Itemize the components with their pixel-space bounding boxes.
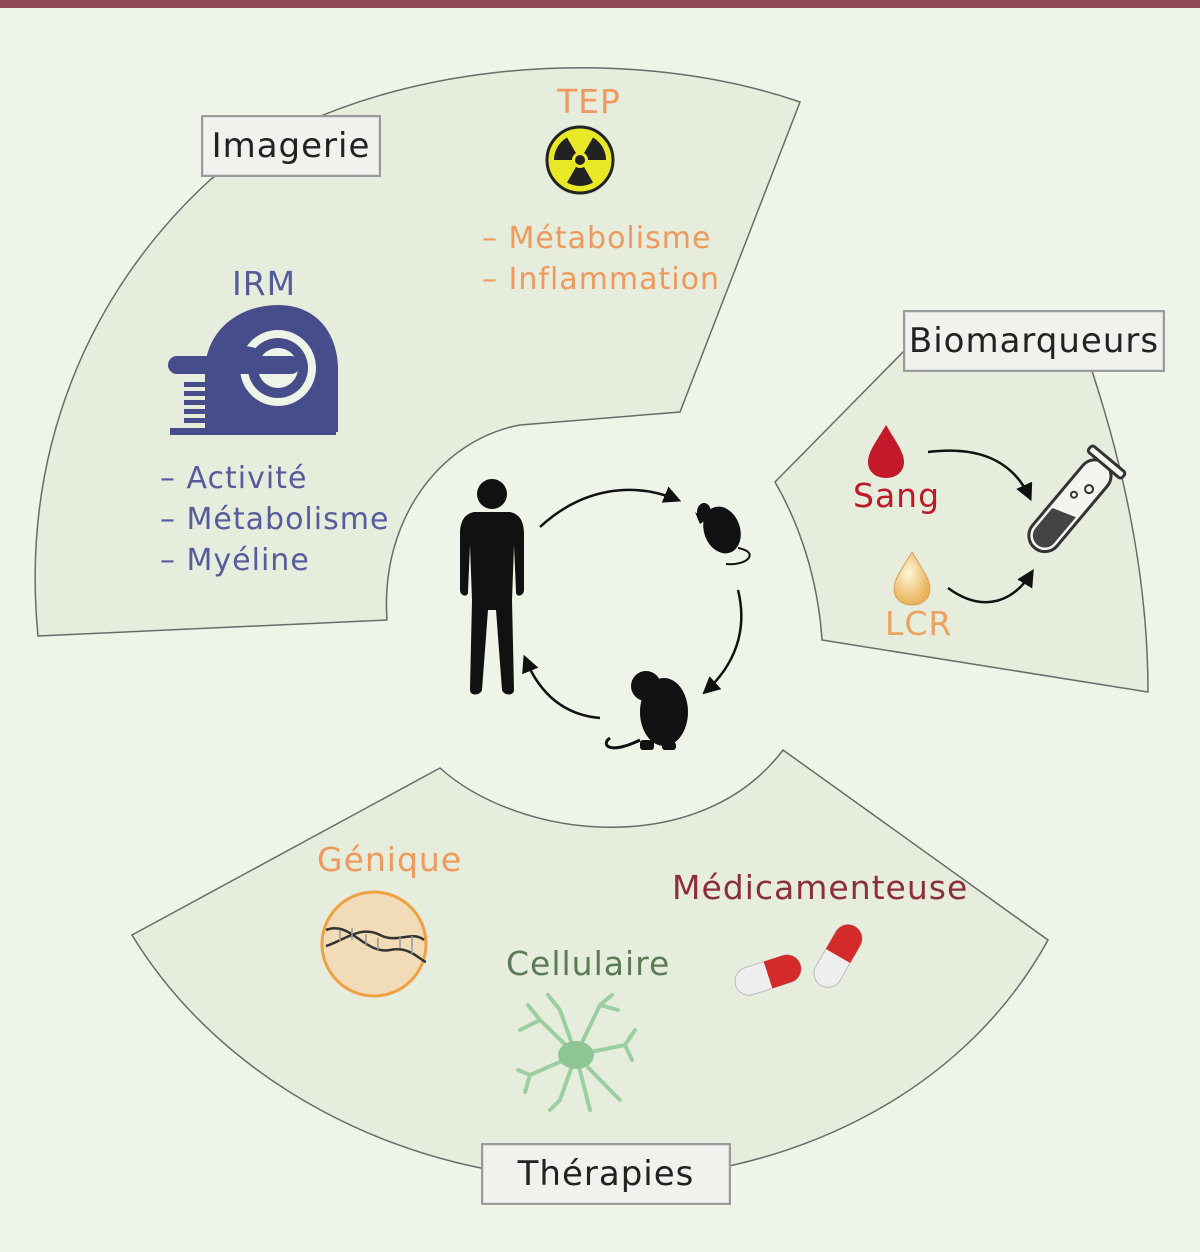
therapies-sector [130,748,1049,1181]
top-bar [0,0,1200,8]
imaging-sector [34,67,801,637]
therapies-title: Thérapies [481,1143,731,1205]
cell-therapy-label: Cellulaire [506,944,671,983]
mri-item-myelin: Myéline [160,540,389,581]
human-icon [460,479,524,695]
csf-label: LCR [885,604,953,643]
pet-item-inflammation: Inflammation [482,259,720,300]
mri-item-metabolism: Métabolisme [160,499,389,540]
pet-item-metabolism: Métabolisme [482,218,720,259]
blood-drop-icon [868,425,904,478]
dna-icon [320,890,428,998]
microglia-cell-icon [516,993,637,1112]
blood-label: Sang [853,476,941,515]
mri-scanner-icon [168,305,338,435]
imaging-title: Imagerie [201,115,381,177]
pet-items: Métabolisme Inflammation [482,218,720,300]
mri-items: Activité Métabolisme Myéline [160,458,389,581]
translation-cycle [522,486,743,720]
biomarkers-title: Biomarqueurs [903,310,1165,372]
csf-drop-icon [893,551,931,606]
gene-therapy-label: Génique [317,840,463,879]
mri-label: IRM [232,264,297,303]
pet-label: TEP [557,82,621,121]
drug-therapy-label: Médicamenteuse [672,868,969,907]
biomarkers-sector [774,349,1149,693]
mri-item-activity: Activité [160,458,389,499]
test-tube-icon [1027,444,1127,554]
radiation-icon [545,125,615,195]
mouse-icon [695,503,751,566]
capsule-icon [734,924,863,996]
biomarker-arrows [927,449,1034,604]
monkey-icon [604,671,688,750]
